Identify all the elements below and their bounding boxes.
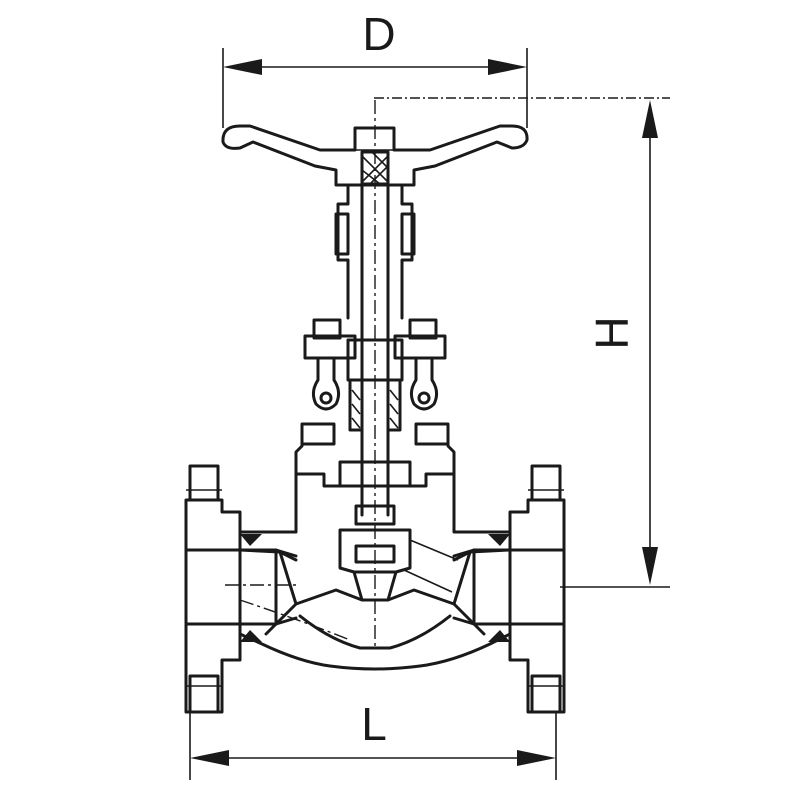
arrowhead-h-top [642, 100, 658, 138]
arrowhead-l-left [190, 750, 229, 766]
dimension-h: H [374, 97, 670, 588]
arrowhead-l-right [517, 750, 556, 766]
label-h: H [586, 316, 638, 349]
arrowhead-h-bottom [642, 547, 658, 585]
gland-bolts [303, 318, 447, 432]
arrowhead-d-right [488, 59, 527, 75]
dimension-l: L [189, 698, 557, 780]
stem [360, 100, 390, 650]
label-l: L [361, 698, 387, 750]
arrowhead-d-left [223, 59, 262, 75]
yoke [334, 184, 416, 320]
left-flange [184, 464, 298, 714]
right-flange [452, 464, 566, 714]
label-d: D [362, 8, 395, 60]
disc-assembly [338, 504, 412, 602]
dimension-d: D [222, 8, 528, 128]
bonnet [294, 422, 456, 488]
